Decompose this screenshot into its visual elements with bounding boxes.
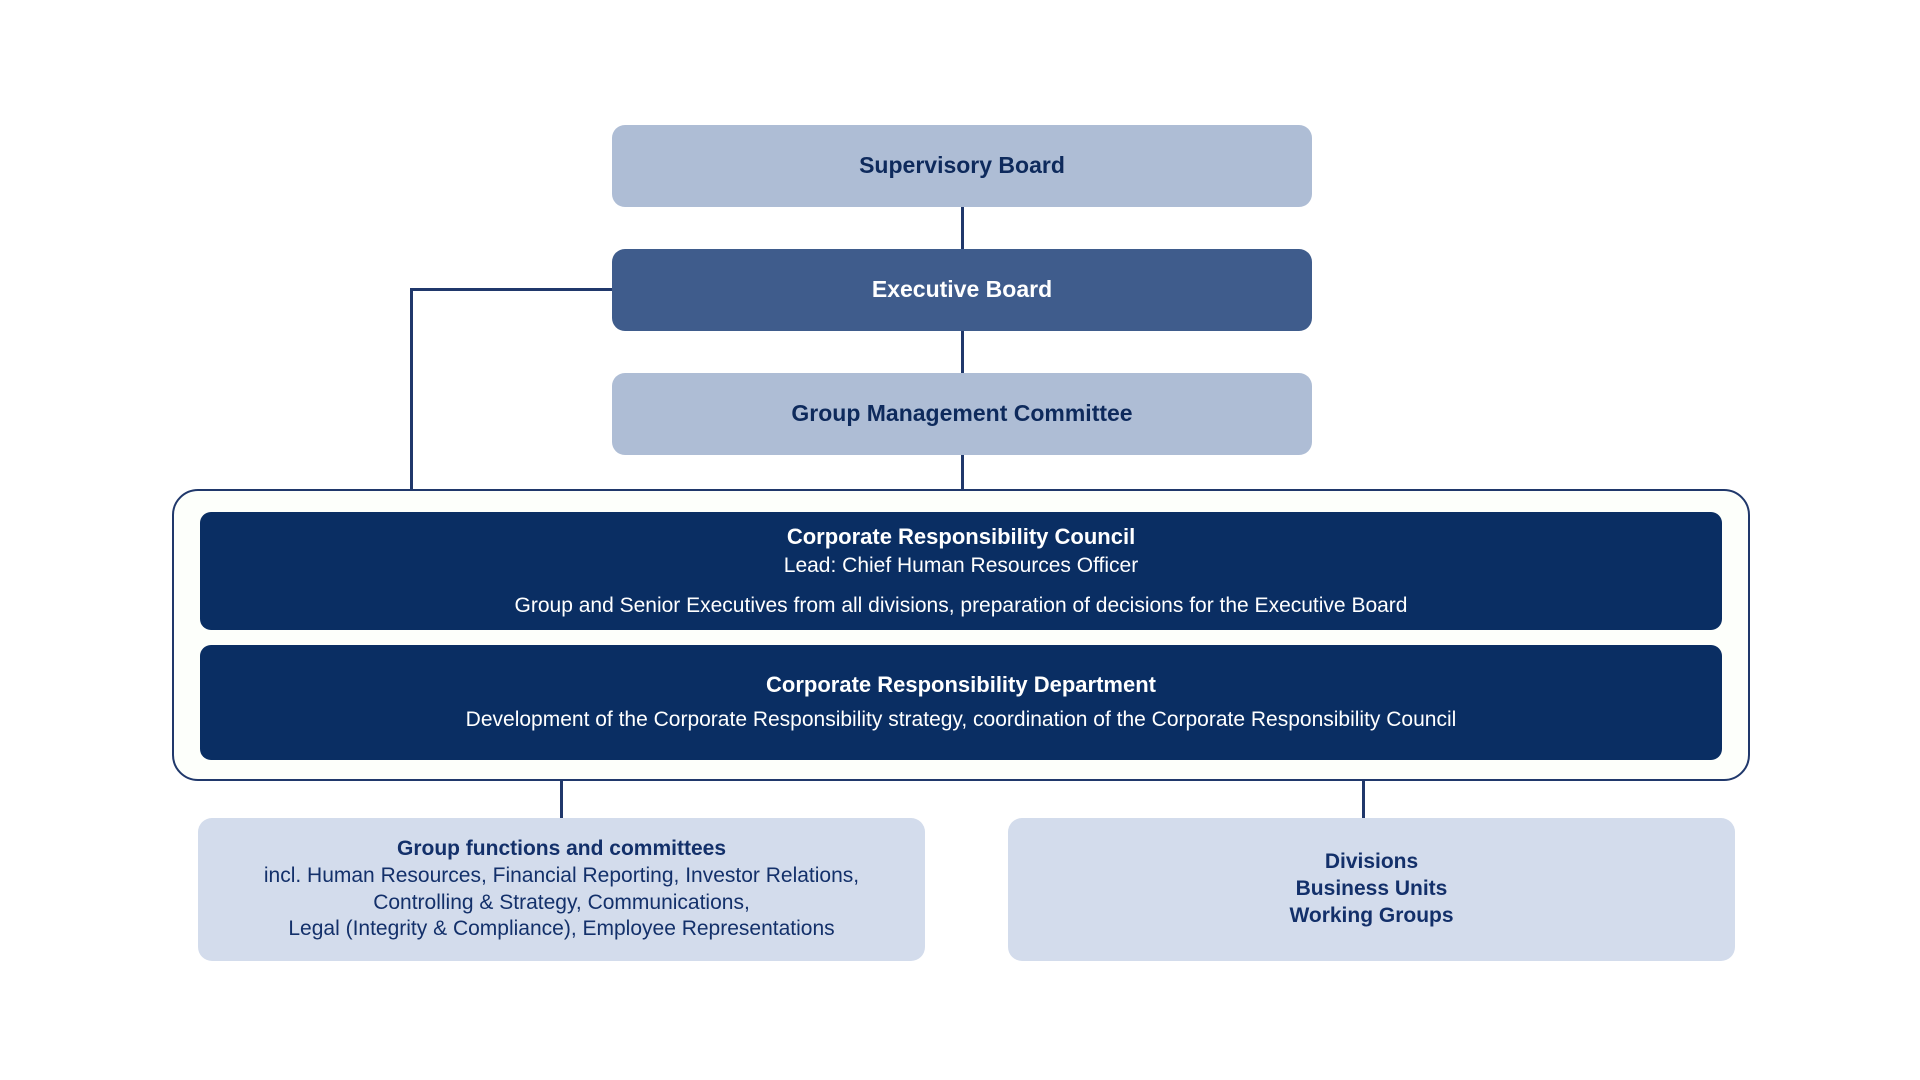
node-executive-board[interactable]: Executive Board [612, 249, 1312, 331]
group-management-committee-title: Group Management Committee [791, 400, 1133, 427]
node-group-functions-and-committees[interactable]: Group functions and committees incl. Hum… [198, 818, 925, 961]
executive-board-title: Executive Board [871, 276, 1053, 303]
cr-council-lead: Lead: Chief Human Resources Officer [783, 553, 1139, 577]
connector-cr-frame-to-divisions [1362, 779, 1365, 820]
connector-executive-to-group-management [961, 331, 964, 373]
group-functions-line-3: Legal (Integrity & Compliance), Employee… [288, 917, 835, 941]
node-supervisory-board[interactable]: Supervisory Board [612, 125, 1312, 207]
connector-supervisory-to-executive [961, 207, 964, 249]
divisions-line-2: Business Units [1295, 877, 1448, 901]
cr-council-title: Corporate Responsibility Council [786, 523, 1136, 549]
connector-group-management-to-cr-council [961, 455, 964, 513]
group-functions-line-1: incl. Human Resources, Financial Reporti… [263, 863, 860, 887]
cr-department-title: Corporate Responsibility Department [766, 672, 1156, 698]
divisions-line-1: Divisions [1324, 850, 1419, 874]
connector-executive-branch-vertical [410, 288, 413, 491]
divisions-line-3: Working Groups [1289, 903, 1454, 927]
connector-executive-branch-horizontal [410, 288, 614, 291]
group-functions-line-2: Controlling & Strategy, Communications, [373, 890, 750, 914]
group-functions-title: Group functions and committees [396, 836, 727, 860]
connector-cr-frame-to-group-functions [560, 779, 563, 820]
cr-council-description: Group and Senior Executives from all div… [514, 593, 1408, 617]
cr-department-description: Development of the Corporate Responsibil… [465, 707, 1457, 731]
node-corporate-responsibility-department[interactable]: Corporate Responsibility Department Deve… [200, 645, 1722, 760]
node-group-management-committee[interactable]: Group Management Committee [612, 373, 1312, 455]
supervisory-board-title: Supervisory Board [859, 152, 1065, 179]
node-corporate-responsibility-council[interactable]: Corporate Responsibility Council Lead: C… [200, 512, 1722, 630]
node-divisions-business-units-working-groups[interactable]: Divisions Business Units Working Groups [1008, 818, 1735, 961]
